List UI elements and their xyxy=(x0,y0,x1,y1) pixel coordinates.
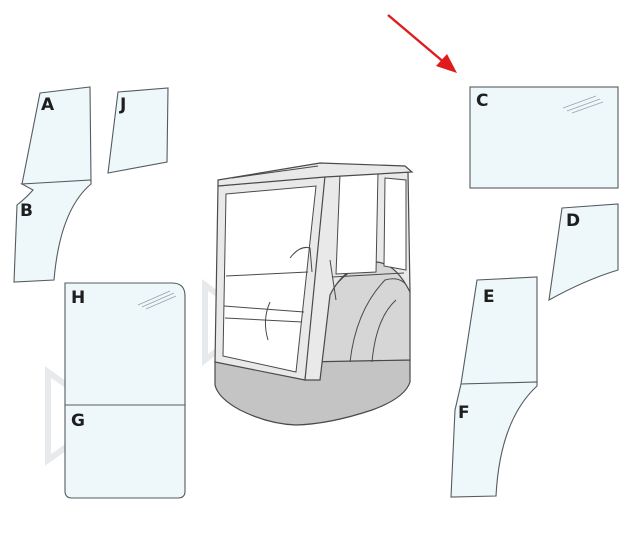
pane-label-e: E xyxy=(483,287,495,307)
glass-pane-b[interactable]: B xyxy=(13,179,92,283)
glass-pane-g[interactable]: G xyxy=(64,404,186,499)
pane-label-d: D xyxy=(566,211,580,231)
glass-pane-e[interactable]: E xyxy=(460,276,538,385)
pointer-arrow xyxy=(387,14,457,73)
pane-label-h: H xyxy=(71,288,85,308)
glass-pane-f[interactable]: F xyxy=(450,381,538,498)
glass-pane-c[interactable]: C xyxy=(469,86,619,189)
pane-label-c: C xyxy=(476,91,488,111)
glass-pane-h[interactable]: H xyxy=(64,282,186,406)
glass-pane-d[interactable]: D xyxy=(548,203,619,302)
pane-label-j: J xyxy=(119,95,126,115)
glass-pane-j[interactable]: J xyxy=(107,87,169,174)
pane-label-g: G xyxy=(71,411,85,431)
excavator-cab-illustration xyxy=(214,162,414,426)
pane-label-b: B xyxy=(20,201,33,221)
pane-label-a: A xyxy=(41,95,55,115)
pane-label-f: F xyxy=(458,403,470,423)
glass-pane-a[interactable]: A xyxy=(21,86,92,185)
